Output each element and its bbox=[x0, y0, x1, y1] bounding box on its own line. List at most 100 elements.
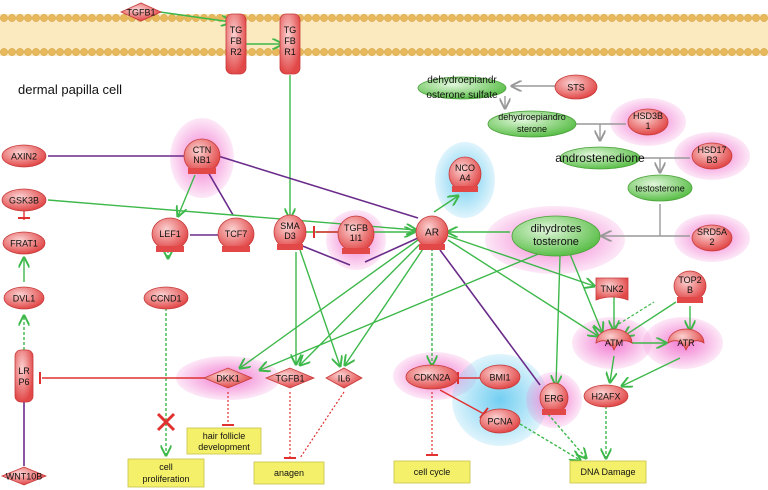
svg-text:TGFB: TGFB bbox=[344, 223, 368, 233]
node-ncoa4[interactable]: NCO A4 bbox=[448, 156, 482, 192]
node-dihydrotestosterone[interactable]: dihydrotes tosterone bbox=[511, 215, 601, 257]
nodes: TGFB1 TG FB R2 TG FB R1 AXIN2 GSK3B bbox=[0, 2, 733, 486]
node-top2b[interactable]: TOP2 B bbox=[673, 270, 707, 303]
node-sts[interactable]: STS bbox=[554, 74, 598, 100]
svg-text:NCO: NCO bbox=[455, 163, 475, 173]
outcome-cell-proliferation: cell proliferation bbox=[127, 458, 205, 488]
node-dvl1[interactable]: DVL1 bbox=[3, 286, 45, 310]
node-tgfbr2[interactable]: TG FB R2 bbox=[225, 13, 247, 75]
edge-atm-h2afx bbox=[610, 355, 614, 382]
svg-text:HSD17: HSD17 bbox=[697, 145, 726, 155]
svg-text:1: 1 bbox=[645, 121, 650, 131]
svg-text:TG: TG bbox=[284, 25, 297, 35]
svg-text:CDKN2A: CDKN2A bbox=[414, 373, 451, 383]
edge-ar-dkk1 bbox=[240, 239, 419, 368]
svg-text:dihydrotes: dihydrotes bbox=[531, 223, 582, 235]
node-lef1[interactable]: LEF1 bbox=[151, 217, 189, 252]
outcome-anagen: anagen bbox=[253, 461, 325, 485]
svg-text:ATR: ATR bbox=[677, 338, 695, 348]
node-bmi1[interactable]: BMI1 bbox=[479, 364, 521, 390]
edge-ctnnb1-tcf7 bbox=[207, 171, 234, 216]
svg-text:SMA: SMA bbox=[280, 221, 300, 231]
edge-tgfb1i1-ar bbox=[364, 237, 419, 263]
edges bbox=[18, 11, 690, 466]
node-srd5a2[interactable]: SRD5A 2 bbox=[691, 224, 733, 252]
outcome-dna-damage: DNA Damage bbox=[569, 460, 647, 484]
svg-text:D3: D3 bbox=[284, 231, 296, 241]
svg-text:cell: cell bbox=[159, 462, 173, 472]
node-dkk1[interactable]: DKK1 bbox=[202, 367, 254, 389]
svg-text:R1: R1 bbox=[284, 47, 296, 57]
svg-text:P6: P6 bbox=[18, 377, 29, 387]
svg-text:DVL1: DVL1 bbox=[13, 294, 36, 304]
svg-text:BMI1: BMI1 bbox=[489, 373, 510, 383]
svg-text:WNT10B: WNT10B bbox=[6, 472, 43, 482]
node-h2afx[interactable]: H2AFX bbox=[583, 384, 629, 408]
svg-text:dehydroepiandr: dehydroepiandr bbox=[427, 75, 497, 86]
svg-text:dehydroepiandro: dehydroepiandro bbox=[498, 112, 566, 122]
svg-text:H2AFX: H2AFX bbox=[591, 392, 620, 402]
edge-ctnnb1-lef1 bbox=[178, 174, 196, 216]
svg-text:FRAT1: FRAT1 bbox=[10, 239, 38, 249]
svg-text:osterone sulfate: osterone sulfate bbox=[426, 90, 498, 101]
svg-text:TOP2: TOP2 bbox=[678, 275, 701, 285]
node-frat1[interactable]: FRAT1 bbox=[2, 231, 46, 255]
outcome-cell-cycle: cell cycle bbox=[393, 460, 471, 484]
svg-text:CTN: CTN bbox=[193, 145, 212, 155]
node-pcna[interactable]: PCNA bbox=[479, 408, 521, 434]
svg-text:NB1: NB1 bbox=[193, 155, 211, 165]
node-ccnd1[interactable]: CCND1 bbox=[143, 286, 189, 310]
edge-atm-top2b bbox=[605, 301, 655, 333]
node-androstenedione[interactable]: androstenedione bbox=[555, 146, 645, 170]
node-dhea[interactable]: dehydroepiandro sterone bbox=[487, 110, 577, 138]
node-ctnnb1[interactable]: CTN NB1 bbox=[183, 138, 221, 174]
node-testosterone[interactable]: testosterone bbox=[627, 174, 693, 202]
svg-text:LR: LR bbox=[18, 366, 30, 376]
node-tgfbr1[interactable]: TG FB R1 bbox=[279, 13, 301, 75]
svg-text:AXIN2: AXIN2 bbox=[11, 152, 37, 162]
edge-smad3-il6 bbox=[299, 249, 340, 366]
node-tgfb1-top[interactable]: TGFB1 bbox=[120, 2, 162, 22]
node-smad3[interactable]: SMA D3 bbox=[273, 214, 307, 250]
svg-text:STS: STS bbox=[567, 83, 585, 93]
svg-text:A4: A4 bbox=[459, 173, 470, 183]
svg-text:B: B bbox=[687, 285, 693, 295]
node-tcf7[interactable]: TCF7 bbox=[217, 217, 255, 252]
svg-text:hair follicle: hair follicle bbox=[203, 431, 246, 441]
svg-text:proliferation: proliferation bbox=[142, 474, 189, 484]
node-tgfb1-mid[interactable]: TGFB1 bbox=[264, 367, 316, 389]
node-gsk3b[interactable]: GSK3B bbox=[1, 188, 47, 212]
node-il6[interactable]: IL6 bbox=[325, 367, 363, 389]
node-wnt10b[interactable]: WNT10B bbox=[0, 466, 48, 486]
node-axin2[interactable]: AXIN2 bbox=[1, 144, 47, 168]
outcome-hair-follicle-development: hair follicle development bbox=[186, 427, 262, 455]
node-atm[interactable]: ATM bbox=[595, 328, 633, 352]
node-tnk2[interactable]: TNK2 bbox=[595, 277, 629, 301]
node-lrp6[interactable]: LR P6 bbox=[14, 349, 34, 403]
node-tgfb1i1[interactable]: TGFB 1I1 bbox=[337, 215, 375, 254]
svg-text:PCNA: PCNA bbox=[487, 417, 512, 427]
edge-ar-erg bbox=[439, 249, 541, 386]
node-hsd17b3[interactable]: HSD17 B3 bbox=[691, 142, 733, 170]
edge-ar-tnk2 bbox=[447, 235, 594, 286]
node-atr[interactable]: ATR bbox=[667, 328, 705, 352]
node-ar[interactable]: AR bbox=[415, 215, 449, 250]
edge-ar-ncoa4 bbox=[433, 196, 458, 213]
svg-text:HSD3B: HSD3B bbox=[633, 111, 663, 121]
node-dhea-sulfate[interactable]: dehydroepiandr osterone sulfate bbox=[417, 75, 507, 101]
svg-text:TG: TG bbox=[230, 25, 243, 35]
svg-text:TCF7: TCF7 bbox=[225, 229, 248, 239]
node-cdkn2a[interactable]: CDKN2A bbox=[405, 364, 459, 390]
edge-cdkn2a-pcna bbox=[439, 389, 485, 415]
svg-text:GSK3B: GSK3B bbox=[9, 196, 39, 206]
svg-text:IL6: IL6 bbox=[338, 374, 351, 384]
node-hsd3b1[interactable]: HSD3B 1 bbox=[627, 108, 669, 136]
outcomes: cell proliferation hair follicle develop… bbox=[127, 427, 647, 488]
node-erg[interactable]: ERG bbox=[539, 382, 569, 415]
edge-smad3-tgfb1i1 bbox=[299, 244, 351, 266]
edge-atr-h2afx bbox=[622, 357, 681, 386]
svg-text:R2: R2 bbox=[230, 47, 242, 57]
svg-text:2: 2 bbox=[709, 237, 714, 247]
